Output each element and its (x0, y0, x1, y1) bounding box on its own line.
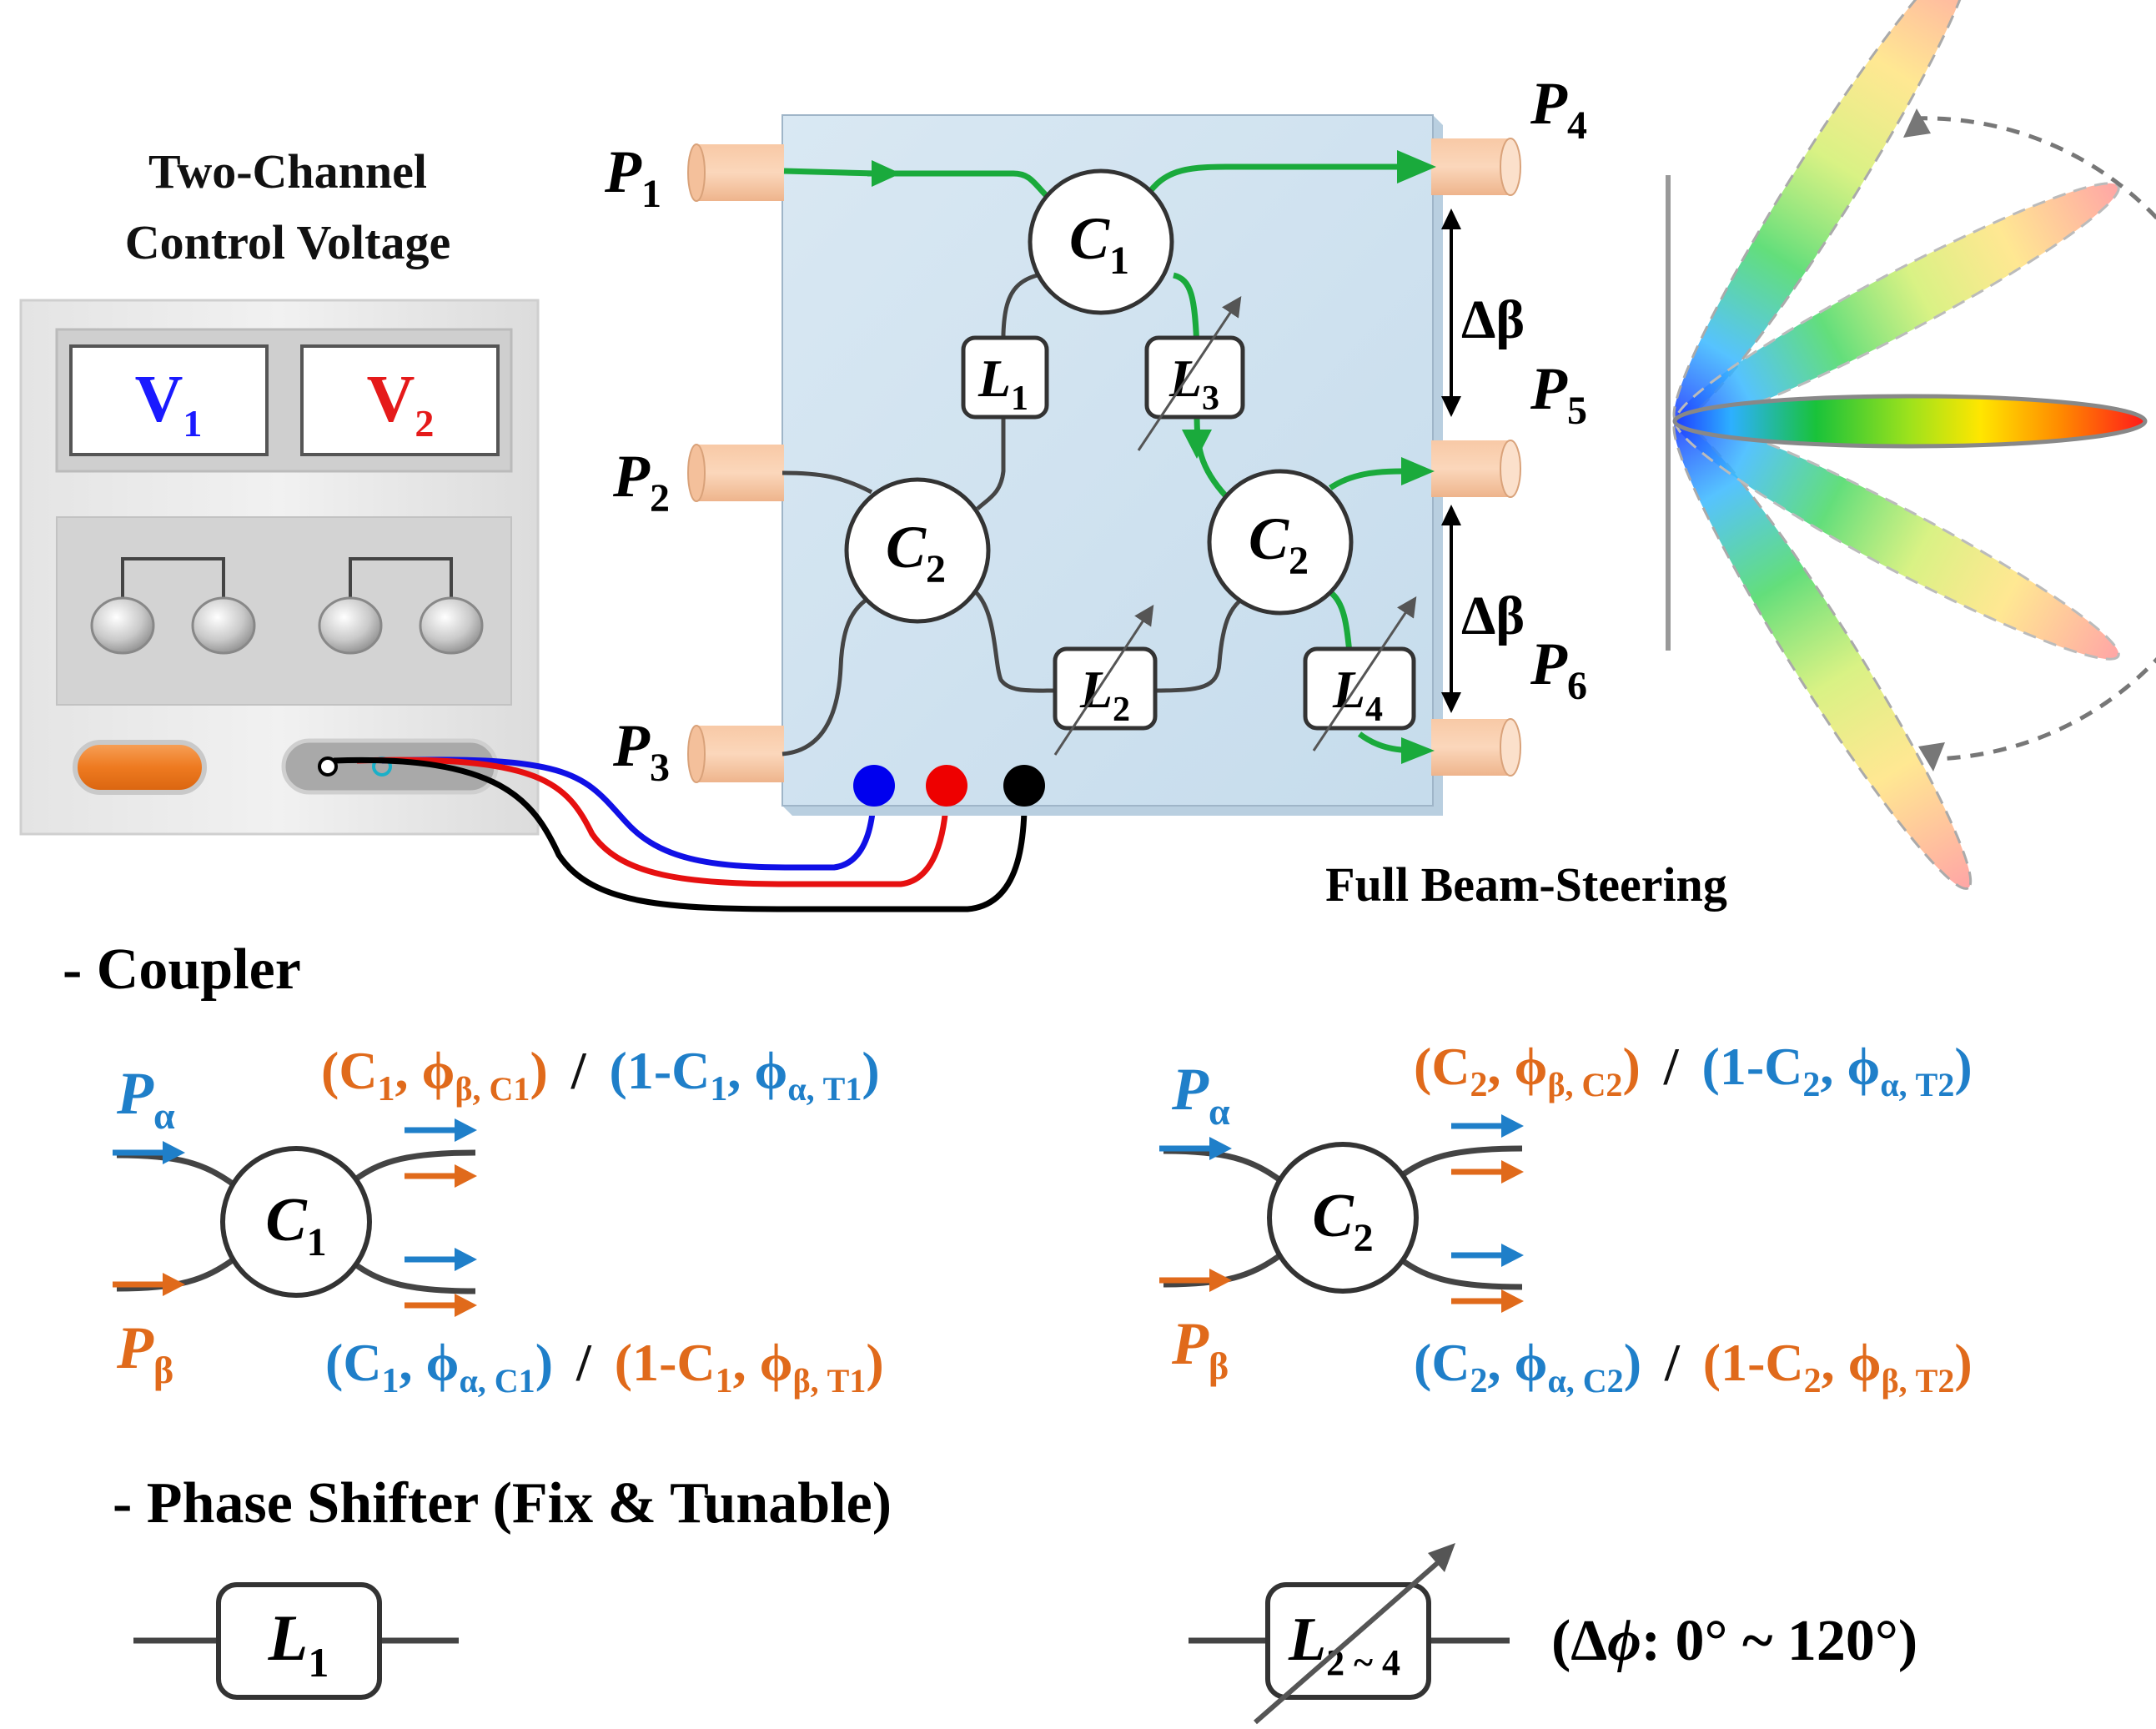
svg-text:C1: C1 (1069, 205, 1129, 283)
port-label-p4: P4 (1530, 70, 1587, 148)
svg-text:C2: C2 (1312, 1182, 1373, 1260)
coupler-heading: - Coupler (63, 937, 301, 1002)
power-button[interactable] (73, 740, 207, 795)
port-label-p2: P2 (612, 443, 670, 520)
port-p2 (687, 444, 784, 502)
coupler-legend: - Coupler C1 Pα Pβ (C1, ϕβ, C1) / (1-C1,… (63, 937, 1973, 1400)
control-voltage-device: Two-Channel Control Voltage V1 V2 (19, 144, 540, 836)
tunable-range: (Δϕ: 0° ~ 120°) (1551, 1609, 1917, 1673)
phase-shifter-legend: - Phase Shifter (Fix & Tunable) L1 L2 ~ … (113, 1471, 1917, 1725)
port-label-p5: P5 (1530, 355, 1587, 433)
tunable-shifter-example: L2 ~ 4 (Δϕ: 0° ~ 120°) (1189, 1543, 1917, 1725)
delta-beta-label-1: Δβ (1461, 289, 1525, 350)
beam-lobe-up-far (1672, 0, 1973, 424)
path-arrows (872, 150, 1436, 764)
beam-steering-pattern: Full Beam-Steering (1325, 0, 2156, 912)
shifter-l2: L2 (1053, 604, 1158, 756)
c1-bottom-output: (C1, ϕα, C1) / (1-C1, ϕβ, T1) (325, 1333, 884, 1400)
knob-1a[interactable] (90, 596, 155, 655)
wire-blue (381, 756, 877, 871)
shifter-l4: L4 (1303, 596, 1417, 751)
svg-text:L1: L1 (977, 349, 1028, 418)
svg-text:C2: C2 (1249, 505, 1309, 583)
port-label-p1: P1 (604, 138, 661, 216)
electrode-red (926, 765, 967, 807)
coupler-example-c2: C2 Pα Pβ (C2, ϕβ, C2) / (1-C2, ϕα, T2) (… (1159, 1037, 1973, 1400)
v2-display (300, 344, 500, 456)
c1-top-output: (C1, ϕβ, C1) / (1-C1, ϕα, T1) (321, 1041, 880, 1108)
port-p3 (687, 725, 784, 783)
steering-arc (1913, 116, 2156, 761)
photonic-chip: P1 P2 P3 P4 P5 P6 (604, 70, 1587, 816)
beam-lobe-main (1672, 394, 2148, 449)
delta-beta-label-2: Δβ (1461, 586, 1525, 646)
port-p1 (687, 143, 784, 202)
electrode-blue (853, 765, 895, 807)
port-p6 (1431, 718, 1521, 777)
electrode-black (1003, 765, 1045, 807)
control-wires (333, 756, 1028, 912)
coupler-c1: C1 (1028, 168, 1174, 315)
port-label-p6: P6 (1530, 631, 1587, 708)
fixed-shifter-example: L1 (133, 1582, 459, 1700)
c2-top-output: (C2, ϕβ, C2) / (1-C2, ϕα, T2) (1414, 1037, 1973, 1104)
p-alpha-label-2: Pα (1171, 1056, 1230, 1133)
v1-label: V1 (135, 363, 203, 445)
v1-display (69, 344, 269, 456)
port-p4 (1431, 138, 1521, 196)
device-title-line2: Control Voltage (125, 215, 450, 269)
svg-text:L1: L1 (268, 1601, 329, 1686)
wire-black (333, 756, 1028, 912)
coupler-c2-left: C2 (844, 477, 991, 624)
delta-beta-top: Δβ (1441, 209, 1525, 417)
shifter-l1: L1 (961, 335, 1049, 420)
svg-text:L4: L4 (1332, 660, 1383, 729)
knob-1b[interactable] (191, 596, 256, 655)
wire-red (356, 756, 950, 887)
terminal-black[interactable] (318, 756, 338, 777)
coupler-c2-right: C2 (1207, 469, 1354, 616)
coupler-example-c1: C1 Pα Pβ (C1, ϕβ, C1) / (1-C1, ϕα, T1) (… (113, 1041, 884, 1400)
svg-text:L2 ~ 4: L2 ~ 4 (1288, 1606, 1400, 1683)
beam-caption: Full Beam-Steering (1325, 857, 1727, 912)
v2-label: V2 (367, 363, 435, 445)
knob-2b[interactable] (419, 596, 484, 655)
knob-2a[interactable] (318, 596, 383, 655)
port-p5 (1431, 440, 1521, 498)
svg-text:C1: C1 (265, 1186, 326, 1264)
delta-beta-bottom: Δβ (1441, 505, 1525, 713)
p-beta-label-1: Pβ (116, 1314, 173, 1391)
device-title-line1: Two-Channel (148, 144, 427, 199)
svg-text:C2: C2 (886, 514, 946, 591)
shifter-l3: L3 (1137, 296, 1245, 451)
phase-heading: - Phase Shifter (Fix & Tunable) (113, 1471, 892, 1535)
p-alpha-label-1: Pα (116, 1060, 175, 1137)
p-beta-label-2: Pβ (1171, 1310, 1229, 1387)
port-label-p3: P3 (612, 712, 670, 790)
c2-bottom-output: (C2, ϕα, C2) / (1-C2, ϕβ, T2) (1414, 1333, 1973, 1400)
